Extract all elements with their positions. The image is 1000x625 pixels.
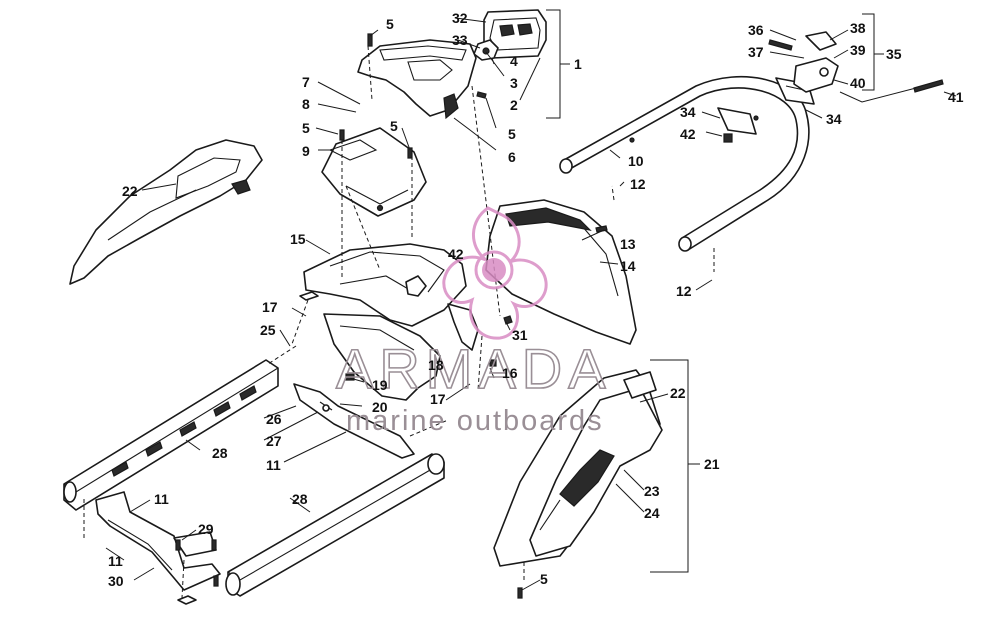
- belly-pan: [485, 199, 637, 345]
- callout-42-top: 42: [448, 246, 464, 262]
- tail-light-housing: [357, 39, 477, 120]
- callout-24: 24: [644, 505, 660, 521]
- callout-21: 21: [704, 456, 720, 472]
- svg-text:marine outboards: marine outboards: [346, 405, 604, 437]
- callout-9: 9: [302, 143, 310, 159]
- callout-42-right: 42: [680, 126, 696, 142]
- svg-text:ARMADA: ARMADA: [336, 337, 612, 400]
- callout-labels: 1 2 3 4 5 5 5 5 5 6 7 8 9 10 11 11 11 12…: [108, 10, 964, 589]
- callout-6: 6: [508, 149, 516, 165]
- callout-32: 32: [452, 10, 468, 26]
- tail-light-lens: [483, 9, 547, 59]
- callout-40: 40: [850, 75, 866, 91]
- callout-34-right: 34: [826, 111, 842, 127]
- callout-2: 2: [510, 97, 518, 113]
- callout-34-left: 34: [680, 104, 696, 120]
- callout-7: 7: [302, 74, 310, 90]
- callout-23: 23: [644, 483, 660, 499]
- leader-lines: [83, 9, 957, 599]
- callout-31: 31: [512, 327, 528, 343]
- callout-28-lower: 28: [292, 491, 308, 507]
- callout-35: 35: [886, 46, 902, 62]
- callout-22-right: 22: [670, 385, 686, 401]
- callout-36: 36: [748, 22, 764, 38]
- side-panel-assembly: [493, 369, 663, 567]
- callout-10: 10: [628, 153, 644, 169]
- callout-25: 25: [260, 322, 276, 338]
- callout-19: 19: [372, 377, 388, 393]
- callout-17-left: 17: [262, 299, 278, 315]
- callout-11-front: 11: [154, 491, 169, 507]
- callout-33: 33: [452, 32, 468, 48]
- callout-26: 26: [266, 411, 282, 427]
- callout-5-bracket: 5: [390, 118, 398, 134]
- callout-27: 27: [266, 433, 282, 449]
- callout-5-housing: 5: [508, 126, 516, 142]
- side-rail-upper: [63, 359, 279, 511]
- callout-3: 3: [510, 75, 518, 91]
- callout-38: 38: [850, 20, 866, 36]
- watermark-logo: [442, 206, 548, 340]
- callout-12-top: 12: [630, 176, 646, 192]
- callout-41: 41: [948, 89, 964, 105]
- watermark-text: ARMADA marine outboards: [335, 336, 612, 437]
- callout-18: 18: [428, 357, 444, 373]
- callout-5-left: 5: [302, 120, 310, 136]
- callout-5-bottom: 5: [540, 571, 548, 587]
- callout-11-low: 11: [108, 553, 123, 569]
- callout-22-left: 22: [122, 183, 138, 199]
- cross-brace: [293, 383, 415, 459]
- callout-8: 8: [302, 96, 310, 112]
- callout-11-brace: 11: [266, 457, 281, 473]
- mounting-bracket: [321, 127, 427, 217]
- callout-17-mid: 17: [430, 391, 446, 407]
- bulb-socket: [473, 39, 499, 61]
- callout-12-right: 12: [676, 283, 692, 299]
- callout-1: 1: [574, 56, 582, 72]
- callout-29: 29: [198, 521, 214, 537]
- callout-5-top: 5: [386, 16, 394, 32]
- grab-bar: [559, 75, 810, 252]
- hitch-bracket: [793, 31, 839, 93]
- callout-37: 37: [748, 44, 764, 60]
- callout-30: 30: [108, 573, 124, 589]
- callout-16: 16: [502, 365, 518, 381]
- callout-28-upper: 28: [212, 445, 228, 461]
- rear-fender: [303, 243, 467, 327]
- rear-bumper-left: [69, 139, 263, 285]
- callout-20: 20: [372, 399, 388, 415]
- callout-13: 13: [620, 236, 636, 252]
- side-rail-lower: [225, 453, 445, 597]
- callout-4: 4: [510, 53, 518, 69]
- callout-14: 14: [620, 258, 636, 274]
- bar-clamp-left: [717, 107, 757, 135]
- callout-15: 15: [290, 231, 306, 247]
- callout-39: 39: [850, 42, 866, 58]
